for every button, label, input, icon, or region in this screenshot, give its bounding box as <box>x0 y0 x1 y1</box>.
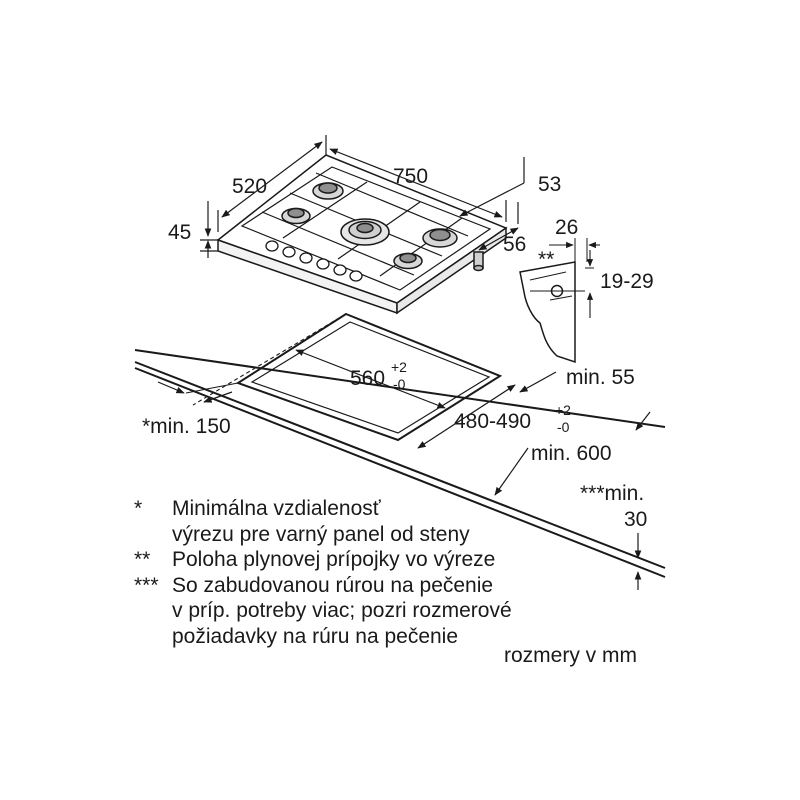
footnote-marker: * <box>134 497 143 520</box>
dimension-labels: 520 750 45 53 56 26 ** 19-29 560 +2 -0 4… <box>142 165 654 531</box>
burner-3 <box>422 228 458 248</box>
footnote-text: požiadavky na rúru na pečenie <box>172 624 459 648</box>
label-wall-range: 19-29 <box>600 270 654 293</box>
label-gas-marker: ** <box>538 248 554 271</box>
footnote-1: * Minimálna vzdialenosť <box>134 496 594 522</box>
label-cutout-depth-tol-minus: -0 <box>557 419 570 435</box>
label-cutout-width-tol-plus: +2 <box>391 359 407 375</box>
label-min-wall: *min. 150 <box>142 415 231 438</box>
footnote-text: Poloha plynovej prípojky vo výreze <box>172 548 496 571</box>
footnote-text: So zabudovanou rúrou na pečenie <box>172 573 494 597</box>
label-min-oven-value: 30 <box>624 508 647 531</box>
worktop-profile <box>519 261 576 364</box>
label-min-front: min. 55 <box>566 366 635 389</box>
burner-2 <box>281 207 311 225</box>
wall-section-detail <box>519 238 600 364</box>
label-cutout-depth: 480-490 <box>454 410 531 433</box>
cooktop-dimension-lines <box>200 135 525 258</box>
label-gas-offset-top: 53 <box>538 173 561 196</box>
burner-1 <box>312 182 344 200</box>
label-min-worktop: min. 600 <box>531 442 612 465</box>
label-wall-thickness: 26 <box>555 216 578 239</box>
control-knobs <box>265 240 363 282</box>
label-min-oven: ***min. <box>580 482 644 505</box>
footnote-marker: ** <box>134 548 151 571</box>
cutout <box>185 312 503 442</box>
footnote-text: Minimálna vzdialenosť <box>172 497 381 520</box>
label-cutout-depth-tol-plus: +2 <box>555 402 571 418</box>
footnote-3: *** So zabudovanou rúrou na pečenie <box>134 573 594 599</box>
footnote-2: ** Poloha plynovej prípojky vo výreze <box>134 547 594 573</box>
footnotes: * Minimálna vzdialenosť výrezu pre varný… <box>134 496 594 649</box>
footnote-text: výrezu pre varný panel od steny <box>172 522 470 546</box>
worktop-front-edge <box>134 361 666 569</box>
units-label: rozmery v mm <box>504 644 637 667</box>
label-gas-offset-side: 56 <box>503 233 526 256</box>
gas-connection-pipe <box>473 251 484 272</box>
burner-4 <box>393 252 423 270</box>
footnote-text: v príp. potreby viac; pozri rozmerové <box>172 599 512 622</box>
worktop-front-lower-edge <box>134 367 666 578</box>
label-cutout-width: 560 <box>350 367 385 390</box>
cutout-dimension-lines <box>157 349 651 590</box>
burner-wok <box>340 218 390 246</box>
label-cooktop-width: 750 <box>393 165 428 188</box>
label-cutout-width-tol-minus: -0 <box>393 376 406 392</box>
cutout-outer <box>235 312 503 442</box>
footnote-marker: *** <box>134 573 159 597</box>
label-cooktop-height: 45 <box>168 221 191 244</box>
label-cooktop-depth: 520 <box>232 175 267 198</box>
